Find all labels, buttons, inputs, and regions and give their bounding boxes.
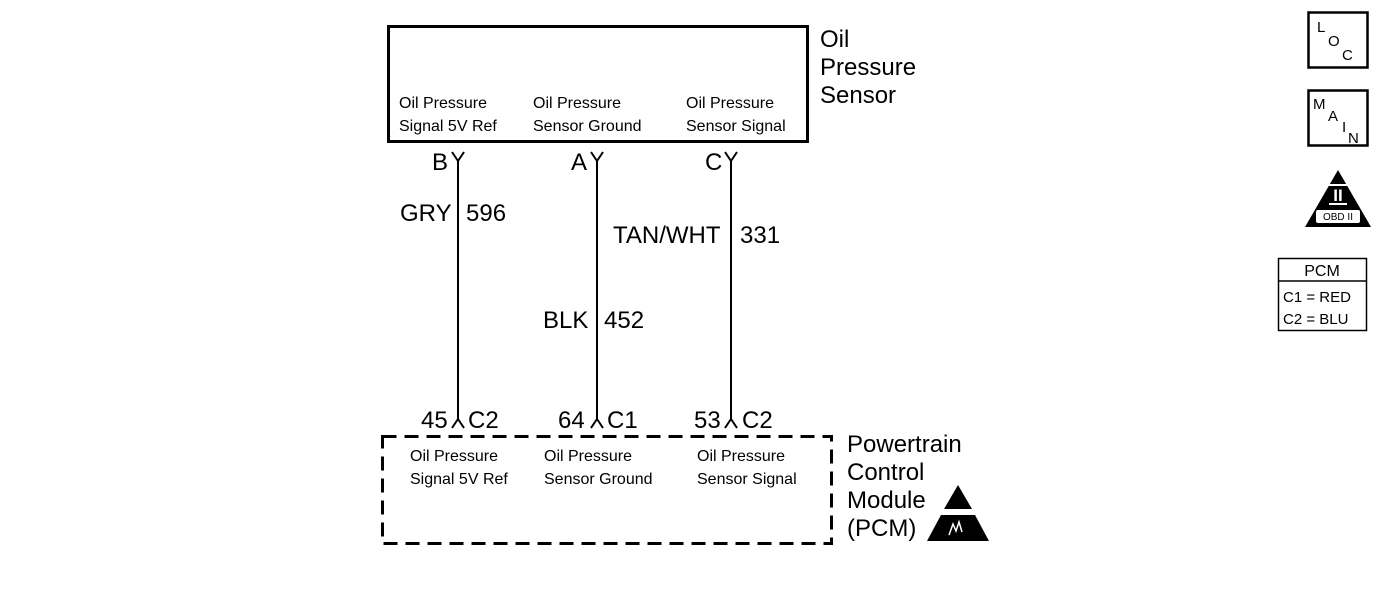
circuit-number-label: 452 [604,307,644,334]
male-terminal-symbol [724,417,738,429]
female-terminal-symbol [724,151,738,163]
oil-pressure-sensor: Oil Pressure Sensor Oil Pressure Signal … [387,25,916,176]
pcm-terminal-64-label-line2: Sensor Ground [544,471,653,488]
table-border [1277,257,1368,332]
male-terminal-symbol [590,417,604,429]
sensor-terminal-a-label-line2: Sensor Ground [533,118,642,135]
pcm-name-line-2: Control [847,459,924,486]
pcm-pin-45: 45 [421,407,448,434]
circuit-452: BLK 452 [543,151,644,429]
male-terminal-symbol [451,417,465,429]
sensor-pin-c: C [705,149,722,176]
pcm-pin-64: 64 [558,407,585,434]
pcm-pin-53: 53 [694,407,721,434]
pcm-partial-box [381,435,833,545]
sensor-terminal-b-label-line1: Oil Pressure [399,95,487,112]
powertrain-control-module: 45 C2 64 C1 53 C2 Oil Pressure Signal 5V… [381,407,989,545]
pcm-connector-label: C1 [607,407,638,434]
table-header: PCM [1304,263,1340,280]
esd-sensitive-warning-icon [927,485,989,541]
main-letter: I [1342,119,1346,136]
main-letter: A [1328,108,1338,125]
sensor-terminal-a-label-line1: Oil Pressure [533,95,621,112]
pcm-terminal-53-label-line2: Sensor Signal [697,471,797,488]
pcm-terminal-45-label-line1: Oil Pressure [410,448,498,465]
wire-color-label: TAN/WHT [613,222,721,249]
loc-letter: L [1317,19,1325,36]
pcm-terminal-64-label-line1: Oil Pressure [544,448,632,465]
circuit-596: GRY 596 [400,151,506,429]
sensor-pin-a: A [571,149,587,176]
sensor-pin-b: B [432,149,448,176]
pcm-name-line-3: Module [847,487,926,514]
table-row: C1 = RED [1283,289,1351,306]
wire-color-label: GRY [400,200,452,227]
female-terminal-symbol [451,151,465,163]
sensor-name-line-1: Oil [820,26,849,53]
component-location-icon[interactable]: L O C [1307,11,1369,69]
table-row: C2 = BLU [1283,311,1348,328]
circuit-number-label: 596 [466,200,506,227]
circuit-331: TAN/WHT 331 [613,151,780,429]
pcm-connector-color-table: PCM C1 = RED C2 = BLU [1277,257,1368,332]
pcm-connector-label: C2 [742,407,773,434]
pcm-name-line-4: (PCM) [847,515,916,542]
wire-color-label: BLK [543,307,588,334]
pcm-connector-label: C2 [468,407,499,434]
circuit-number-label: 331 [740,222,780,249]
main-menu-icon[interactable]: M A I N [1307,89,1369,148]
sensor-terminal-c-label-line1: Oil Pressure [686,95,774,112]
obd-ii-icon[interactable]: II OBD II [1305,170,1371,227]
main-letter: N [1348,130,1359,147]
female-terminal-symbol [590,151,604,163]
sensor-terminal-c-label-line2: Sensor Signal [686,118,786,135]
obd-numeral: II [1333,186,1342,205]
pcm-terminal-53-label-line1: Oil Pressure [697,448,785,465]
obd-label: OBD II [1323,212,1353,223]
loc-letter: C [1342,47,1353,64]
loc-letter: O [1328,33,1340,50]
pcm-name-line-1: Powertrain [847,431,962,458]
sensor-terminal-b-label-line2: Signal 5V Ref [399,118,497,135]
sensor-box [387,25,809,143]
sensor-name-line-2: Pressure [820,54,916,81]
sensor-name-line-3: Sensor [820,82,896,109]
pcm-terminal-45-label-line2: Signal 5V Ref [410,471,508,488]
main-letter: M [1313,96,1326,113]
